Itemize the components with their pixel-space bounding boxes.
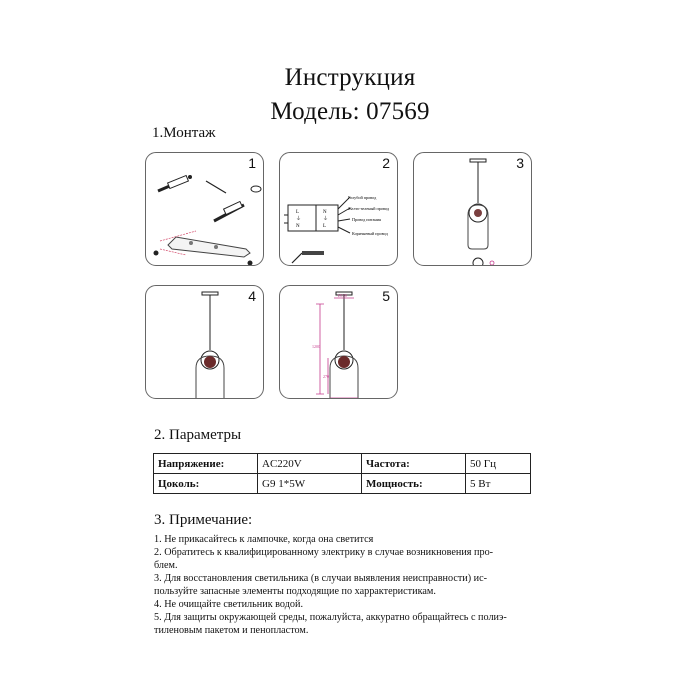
- svg-text:⏚: ⏚: [323, 215, 328, 222]
- param-value: G9 1*5W: [257, 473, 362, 494]
- svg-text:N: N: [323, 210, 327, 215]
- dimension-label: 1200: [312, 344, 320, 349]
- mounting-bracket-illustration: [153, 174, 262, 265]
- dimension-lines: [316, 297, 358, 398]
- wire-label: Провод питания: [352, 217, 381, 222]
- dimension-label: 270: [323, 374, 329, 379]
- note-line: 4. Не очищайте светильник водой.: [154, 599, 304, 610]
- step-number: 5: [382, 288, 390, 304]
- param-label: Частота:: [361, 453, 466, 474]
- dimensions-illustration: Ø150 1200 270: [312, 291, 359, 398]
- param-value: 50 Гц: [465, 453, 531, 474]
- document-title: Инструкция: [284, 64, 416, 91]
- section-params-heading: 2. Параметры: [154, 427, 242, 443]
- cable-plug-icon: [291, 251, 324, 264]
- param-label: Напряжение:: [153, 453, 258, 474]
- param-label: Мощность:: [361, 473, 466, 494]
- step-panel-4: 4: [145, 285, 264, 399]
- section-notes-heading: 3. Примечание:: [154, 512, 253, 528]
- screw-anchor-icon: [157, 174, 192, 193]
- wire-label: Желто-зеленый провод: [348, 206, 390, 211]
- dimension-label: Ø150: [338, 293, 347, 298]
- screw-anchor-icon-2: [213, 185, 262, 223]
- model-title: Модель: 07569: [270, 98, 430, 125]
- pendant-lamp-icon: [195, 291, 225, 398]
- svg-text:L: L: [296, 210, 299, 215]
- assembled-lamp-illustration: [195, 291, 225, 398]
- step-panel-1: 1: [145, 152, 264, 266]
- pendant-lamp-icon: [329, 291, 359, 398]
- note-line: 5. Для защиты окружающей среды, пожалуйс…: [154, 612, 507, 623]
- svg-text:L: L: [323, 224, 326, 229]
- note-line: тиленовым пакетом и пенопластом.: [154, 625, 309, 636]
- svg-text:⏚: ⏚: [296, 215, 301, 222]
- step-panel-3: 3: [413, 152, 532, 266]
- param-label: Цоколь:: [153, 473, 258, 494]
- step-number: 1: [248, 155, 256, 171]
- bulb-icon: [472, 257, 495, 265]
- step-number: 2: [382, 155, 390, 171]
- section-mount-heading: 1.Монтаж: [152, 125, 216, 141]
- note-line: блем.: [154, 560, 178, 571]
- step-panel-2: 2 L ⏚ N N ⏚ L Голубой провод Желто-зелен…: [279, 152, 398, 266]
- terminal-block-icon: [284, 196, 351, 234]
- step-panel-5: 5 Ø150 1200 270: [279, 285, 398, 399]
- param-value: 5 Вт: [465, 473, 531, 494]
- step-number: 3: [516, 155, 524, 171]
- note-line: 1. Не прикасайтесь к лампочке, когда она…: [154, 534, 374, 545]
- pendant-lamp-illustration: [467, 158, 495, 265]
- wiring-illustration: L ⏚ N N ⏚ L Голубой провод Желто-зеленый…: [284, 195, 390, 264]
- svg-text:N: N: [296, 224, 300, 229]
- note-line: 2. Обратитесь к квалифицированному элект…: [154, 547, 494, 558]
- param-value: AC220V: [257, 453, 362, 474]
- step-number: 4: [248, 288, 256, 304]
- wire-label: Голубой провод: [348, 195, 377, 200]
- note-line: пользуйте запасные элементы подходящие п…: [154, 586, 436, 597]
- bracket-icon: [153, 230, 253, 265]
- pendant-lamp-icon: [467, 158, 489, 250]
- notes-list: 1. Не прикасайтесь к лампочке, когда она…: [154, 533, 554, 637]
- note-line: 3. Для восстановления светильника (в слу…: [154, 573, 488, 584]
- wire-label: Коричневый провод: [352, 231, 389, 236]
